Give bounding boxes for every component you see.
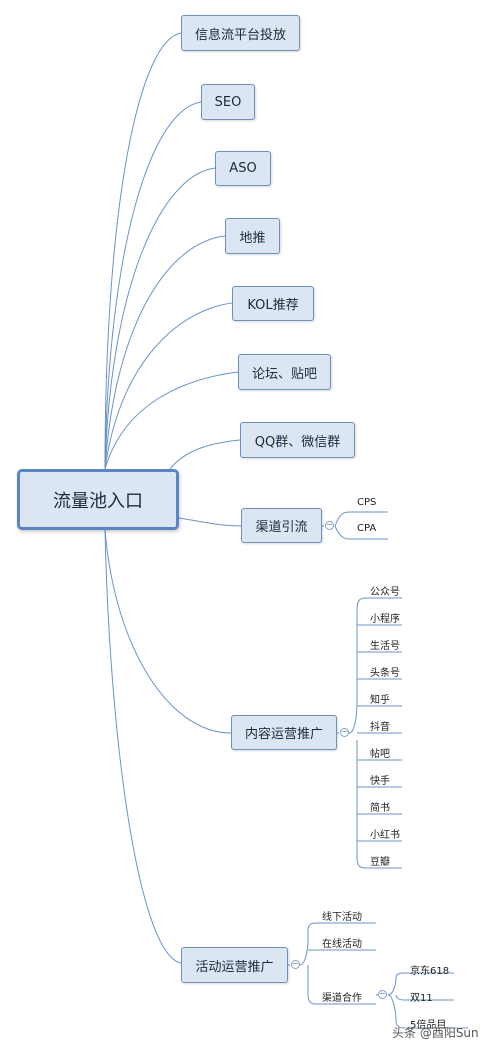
leaf-double-11[interactable]: 双11 — [410, 993, 433, 1004]
branch-forum[interactable]: 论坛、贴吧 — [238, 354, 331, 390]
leaf-douyin[interactable]: 抖音 — [370, 722, 390, 733]
collapse-icon[interactable]: − — [291, 959, 300, 969]
branch-content[interactable]: 内容运营推广 — [231, 715, 337, 750]
branch-activity[interactable]: 活动运营推广 — [181, 947, 288, 983]
leaf-zhihu[interactable]: 知乎 — [370, 695, 390, 706]
leaf-kuaishou[interactable]: 快手 — [370, 776, 390, 787]
leaf-official-account[interactable]: 公众号 — [370, 587, 400, 598]
root-node[interactable]: 流量池入口 — [17, 469, 179, 530]
leaf-jd-618[interactable]: 京东618 — [410, 966, 450, 977]
leaf-douban[interactable]: 豆瓣 — [370, 857, 390, 868]
leaf-channel-cooperation[interactable]: 渠道合作 — [322, 993, 362, 1004]
branch-ground-promo[interactable]: 地推 — [225, 218, 280, 254]
collapse-icon[interactable]: − — [340, 727, 349, 737]
leaf-cps[interactable]: CPS — [357, 497, 377, 508]
leaf-life-account[interactable]: 生活号 — [370, 641, 400, 652]
leaf-xiaohongshu[interactable]: 小红书 — [370, 830, 400, 841]
collapse-icon[interactable]: − — [325, 520, 334, 530]
branch-channel[interactable]: 渠道引流 — [241, 508, 322, 543]
leaf-online-activity[interactable]: 在线活动 — [322, 939, 362, 950]
branch-groups[interactable]: QQ群、微信群 — [240, 422, 355, 458]
branch-kol[interactable]: KOL推荐 — [232, 286, 314, 321]
collapse-icon[interactable]: − — [378, 989, 387, 999]
leaf-mini-program[interactable]: 小程序 — [370, 614, 400, 625]
branch-seo[interactable]: SEO — [201, 84, 255, 120]
watermark: 头条 @酉阳Sun — [392, 1026, 479, 1040]
leaf-5x-category[interactable]: 5倍品目 — [410, 1020, 447, 1031]
leaf-offline-activity[interactable]: 线下活动 — [322, 912, 362, 923]
branch-aso[interactable]: ASO — [215, 151, 271, 186]
leaf-cpa[interactable]: CPA — [357, 523, 377, 534]
leaf-jianshu[interactable]: 简书 — [370, 803, 390, 814]
leaf-tieba[interactable]: 帖吧 — [370, 749, 390, 760]
branch-info-flow[interactable]: 信息流平台投放 — [181, 15, 300, 51]
leaf-toutiao[interactable]: 头条号 — [370, 668, 400, 679]
